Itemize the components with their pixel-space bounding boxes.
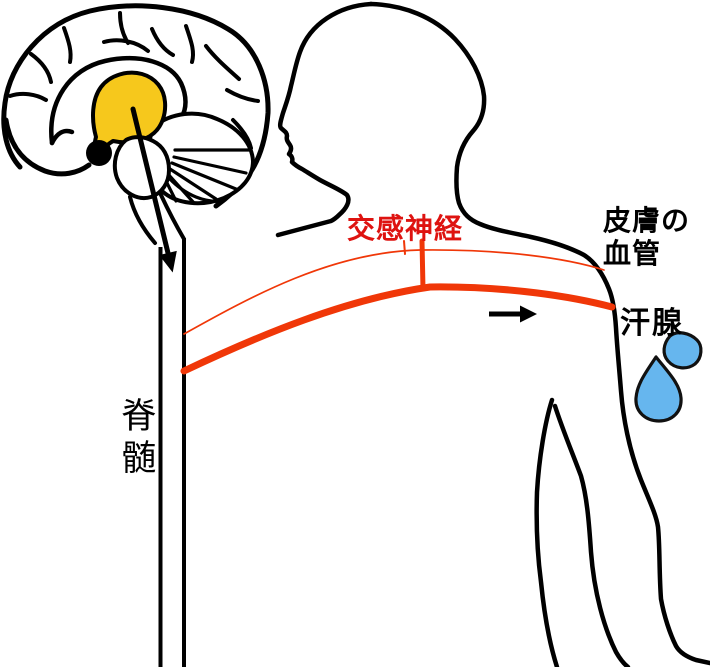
pituitary-gland-dot — [86, 140, 112, 166]
brainstem — [112, 135, 225, 245]
skin-vessels-label-line1: 皮膚の — [603, 205, 691, 236]
body-outline — [275, 1, 710, 667]
nerve-label-tick-thin — [403, 240, 406, 255]
torso-side-line — [534, 397, 560, 667]
skin-vessels-label-line2: 血管 — [603, 238, 662, 269]
right-arrow-icon — [489, 305, 537, 323]
spinal-cord-lines — [158, 238, 186, 667]
brain-temporal-outline — [3, 117, 92, 177]
brain-illustration — [1, 3, 271, 273]
skin-vessels-label: 皮膚の 血管 — [603, 204, 690, 270]
sweat-gland-label: 汗腺 — [620, 307, 684, 340]
sweat-droplet-icon-large — [634, 355, 683, 423]
back-shoulder-arm-line — [368, 1, 710, 666]
spinal-cord-label: 脊髄 — [116, 397, 156, 481]
down-arrow-icon — [130, 106, 177, 273]
medulla-left-edge — [128, 195, 157, 245]
sympathetic-nerve-lines — [180, 238, 616, 375]
brain-sulci — [8, 11, 260, 150]
inner-arm-line — [552, 403, 631, 667]
sweat-droplet-icon-small — [662, 331, 703, 370]
face-profile-line — [275, 1, 374, 238]
pons-outline — [112, 135, 171, 200]
nerve-label-tick-thick — [419, 238, 426, 292]
sympathetic-nerve-label: 交感神経 — [347, 213, 464, 244]
sweat-droplets — [634, 331, 703, 423]
skin-vessel-nerve-thin-line — [183, 249, 605, 335]
medulla-right-edge — [159, 193, 186, 241]
pons-cerebellum-link — [167, 176, 225, 203]
